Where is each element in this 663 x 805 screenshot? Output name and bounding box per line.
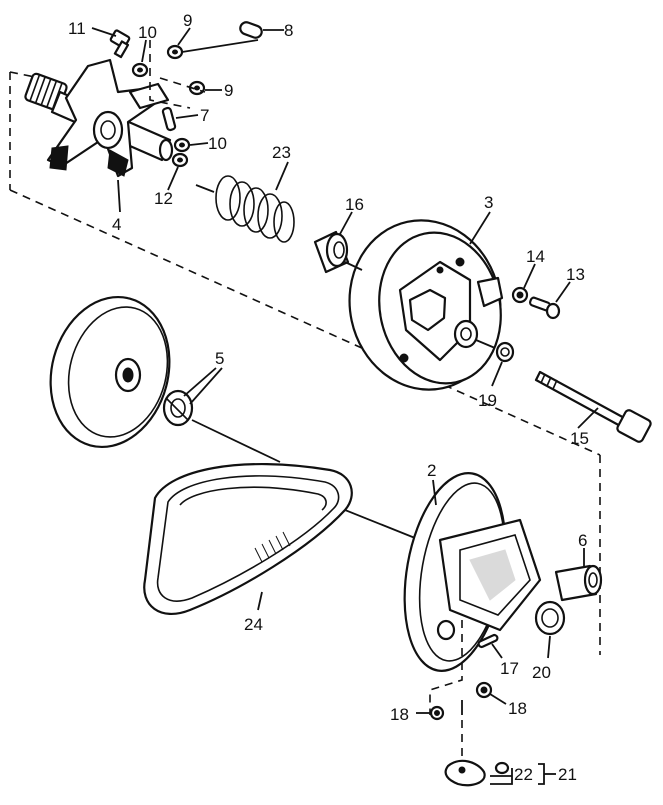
spider-hub-assembly xyxy=(24,58,174,178)
bearing-20 xyxy=(534,600,566,636)
callout-10-lower: 10 xyxy=(208,134,227,153)
callout-19: 19 xyxy=(478,391,497,410)
callout-6: 6 xyxy=(578,531,587,550)
spring xyxy=(195,175,295,243)
assembly-frame xyxy=(9,71,601,655)
upper-hardware xyxy=(109,21,263,168)
callout-16: 16 xyxy=(345,195,364,214)
callout-leaders xyxy=(91,27,599,785)
callout-labels: 11 10 9 8 9 7 10 23 12 4 16 3 14 13 5 19… xyxy=(68,11,589,784)
callout-8: 8 xyxy=(284,21,293,40)
callout-13: 13 xyxy=(566,265,585,284)
nuts-18 xyxy=(429,681,493,721)
callout-17: 17 xyxy=(500,659,519,678)
lower-assembly-lines xyxy=(429,620,463,760)
callout-24: 24 xyxy=(244,615,263,634)
callout-2: 2 xyxy=(427,461,436,480)
callout-7: 7 xyxy=(200,106,209,125)
callout-3: 3 xyxy=(484,193,493,212)
callout-12: 12 xyxy=(154,189,173,208)
callout-18-left: 18 xyxy=(390,705,409,724)
callout-4: 4 xyxy=(112,215,121,234)
sleeve-6 xyxy=(554,564,603,602)
bushing-16 xyxy=(313,230,350,274)
callout-5: 5 xyxy=(215,349,224,368)
right-hardware xyxy=(495,286,561,363)
fixed-sheave-disc xyxy=(49,295,171,449)
callout-21: 21 xyxy=(558,765,577,784)
callout-11: 11 xyxy=(68,19,86,38)
long-bolt xyxy=(534,370,652,443)
callout-15: 15 xyxy=(570,429,589,448)
callout-9-upper: 9 xyxy=(183,11,192,30)
callout-23: 23 xyxy=(272,143,291,162)
callout-9-lower: 9 xyxy=(224,81,233,100)
callout-20: 20 xyxy=(532,663,551,682)
callout-14: 14 xyxy=(526,247,545,266)
movable-sheave xyxy=(348,219,504,391)
driven-pulley xyxy=(403,472,542,672)
callout-22: 22 xyxy=(514,765,533,784)
bushing-5 xyxy=(162,389,194,427)
callout-10-upper: 10 xyxy=(138,23,157,42)
callout-18-right: 18 xyxy=(508,699,527,718)
drive-belt xyxy=(143,462,353,615)
cam-21-22 xyxy=(444,759,510,787)
pin-17 xyxy=(477,633,499,649)
